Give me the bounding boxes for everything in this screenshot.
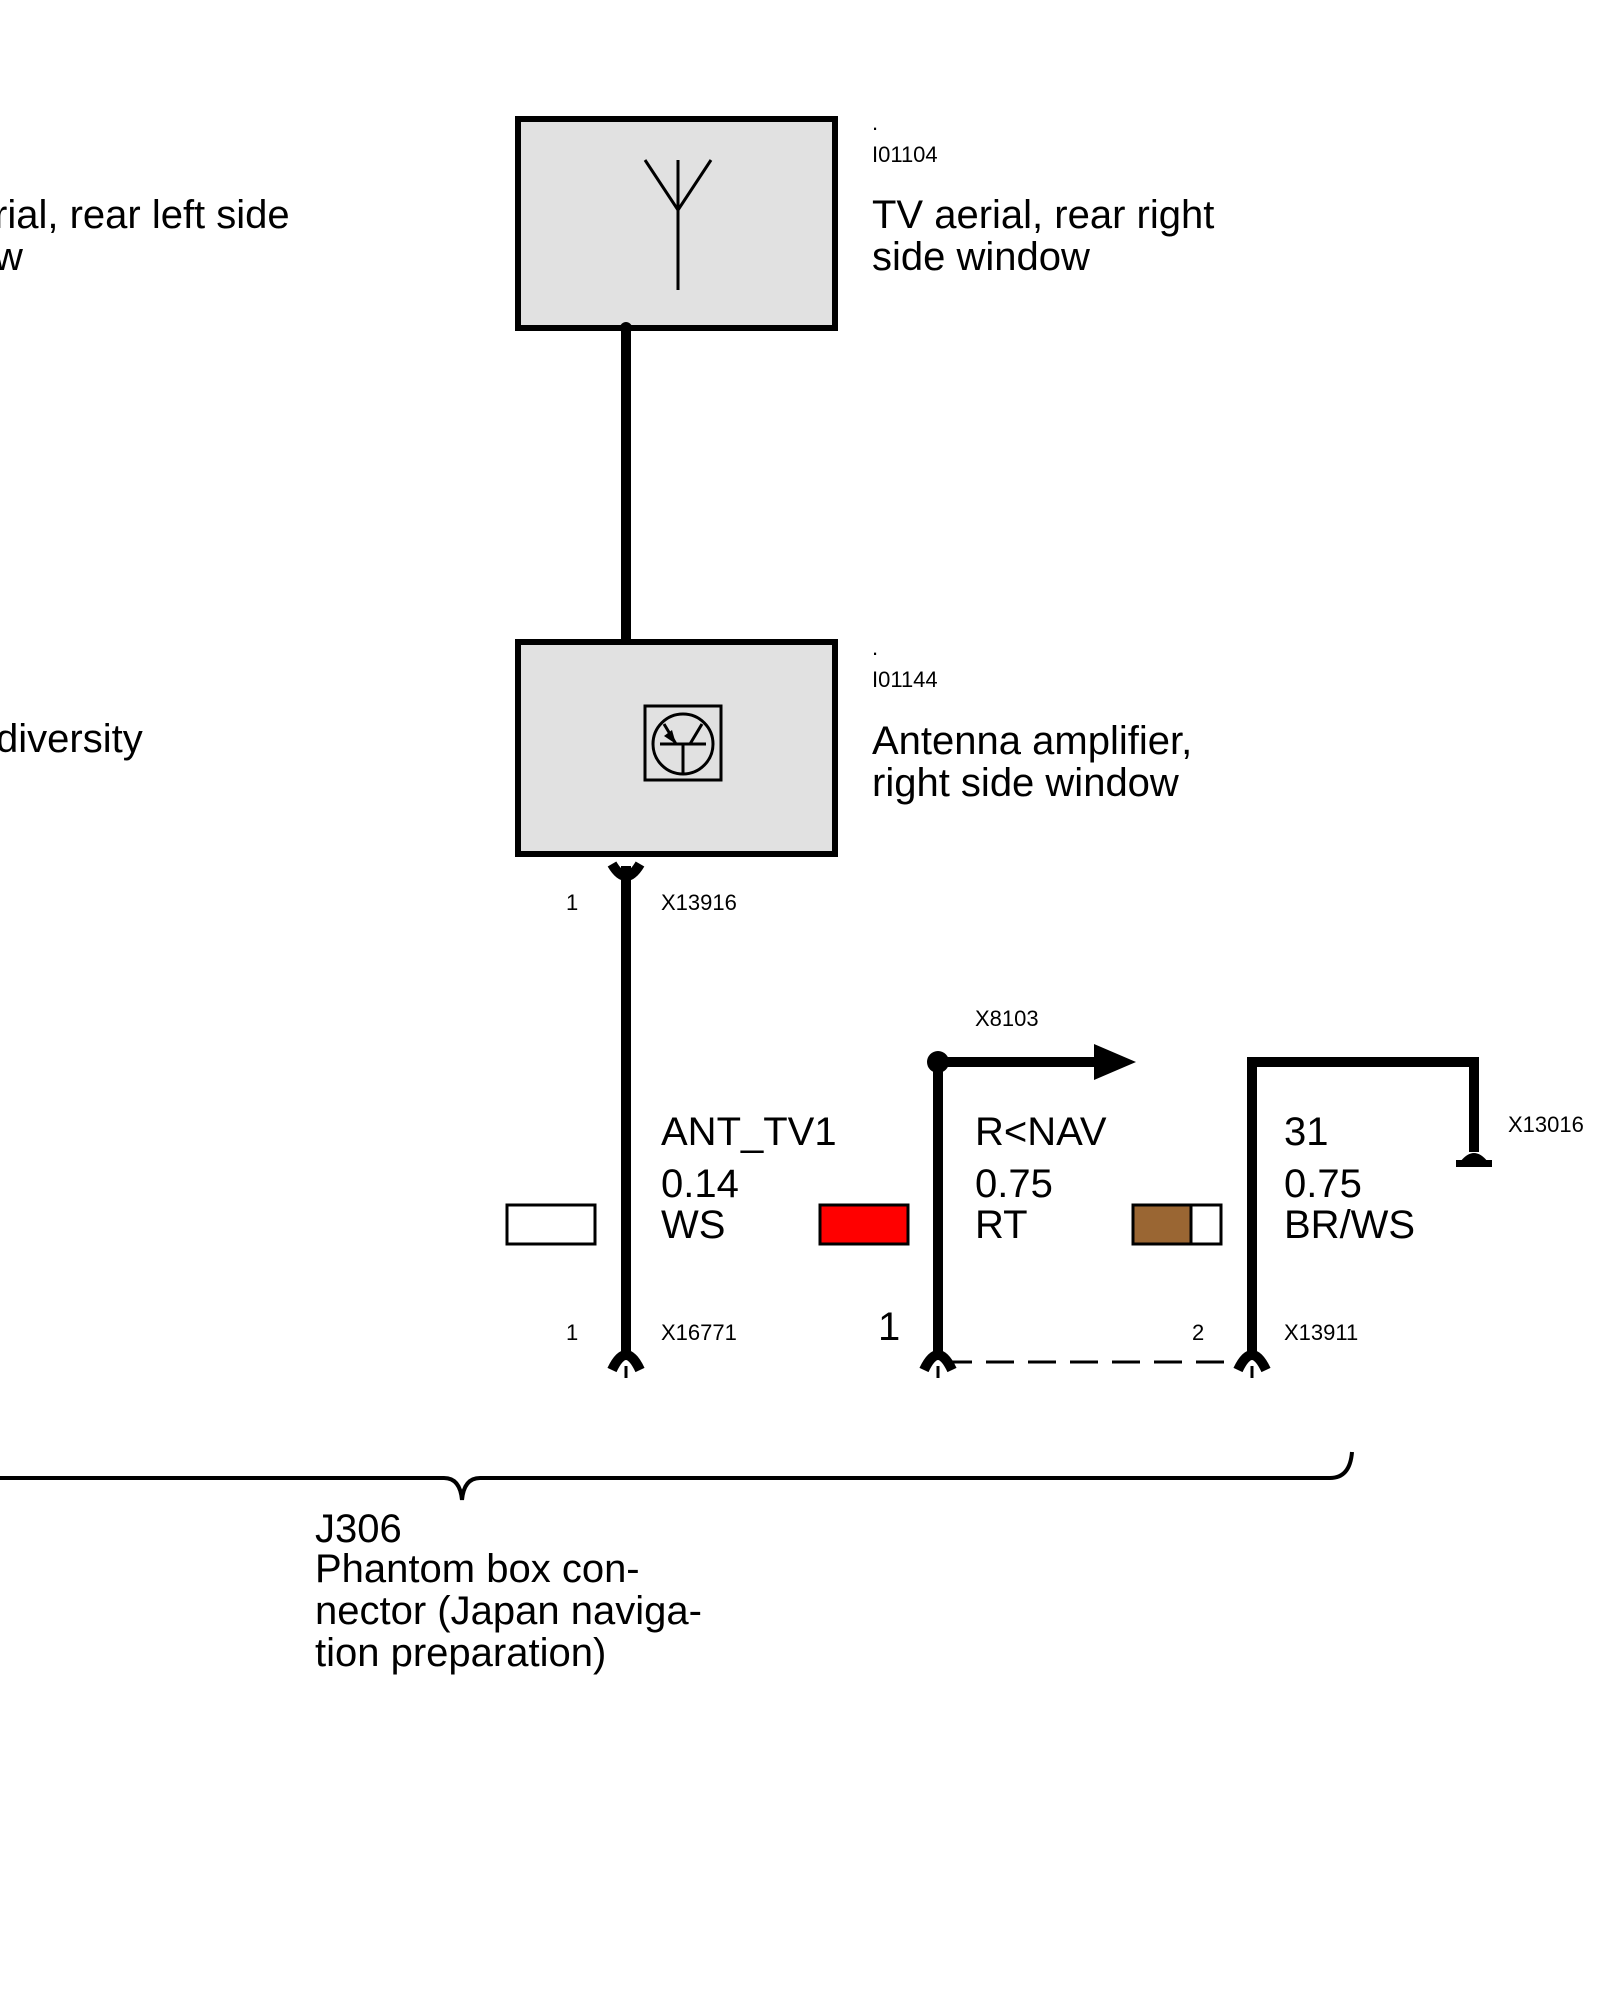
x16771-pin: 1 [566, 1320, 578, 1345]
r-nav-cross-section: 0.75 [975, 1162, 1053, 1206]
nav-pin1-plug-symbol [919, 1350, 957, 1373]
transistor-icon [643, 704, 723, 782]
ant-tv1-cross-section: 0.14 [661, 1162, 739, 1206]
amplifier-desc-line1: Antenna amplifier, [872, 719, 1192, 763]
x13916-pin: 1 [566, 890, 578, 915]
amplifier-dot: . [872, 635, 878, 660]
j306-desc-line1: Phantom box con- [315, 1547, 640, 1591]
x8103-arrow-icon [1094, 1044, 1136, 1080]
ground-31-wire [1247, 1057, 1479, 1352]
aerial-wire-junction [620, 322, 632, 334]
diversity-label: diversity [0, 717, 143, 761]
r-nav-color-code: RT [975, 1203, 1028, 1247]
tv-aerial-desc-line2: side window [872, 235, 1090, 279]
tv-aerial-dot: . [872, 110, 878, 135]
x13016-label: X13016 [1508, 1112, 1584, 1137]
antenna-icon [643, 159, 713, 290]
tv-aerial-left-desc-line1: rial, rear left side [0, 193, 290, 237]
x13911-plug-symbol [1233, 1350, 1271, 1373]
ground-31-color-swatch [1131, 1203, 1223, 1246]
antenna-amplifier-box [515, 639, 838, 857]
ground-31-signal: 31 [1284, 1110, 1329, 1154]
x16771-plug-symbol [607, 1350, 645, 1373]
nav-pin1: 1 [878, 1305, 900, 1349]
ant-tv1-color-code: WS [661, 1203, 725, 1247]
x13916-label: X13916 [661, 890, 737, 915]
x16771-label: X16771 [661, 1320, 737, 1345]
j306-code: J306 [315, 1507, 402, 1551]
amplifier-desc-line2: right side window [872, 761, 1179, 805]
j306-desc-line3: tion preparation) [315, 1631, 606, 1675]
tv-aerial-desc-line1: TV aerial, rear right [872, 193, 1214, 237]
ant-tv1-signal: ANT_TV1 [661, 1110, 837, 1154]
x8103-junction-dot [927, 1051, 949, 1073]
r-nav-signal: R<NAV [975, 1110, 1107, 1154]
j306-desc-line2: nector (Japan naviga- [315, 1589, 702, 1633]
tv-aerial-left-desc-line2: w [0, 235, 23, 279]
tv-aerial-code: I01104 [872, 142, 938, 167]
ground-connector-icon [1456, 1153, 1492, 1167]
x13911-label: X13911 [1284, 1320, 1358, 1345]
x8103-label: X8103 [975, 1006, 1039, 1031]
ground-31-color-code: BR/WS [1284, 1203, 1415, 1247]
x13911-pin: 2 [1192, 1320, 1204, 1345]
ground-31-cross-section: 0.75 [1284, 1162, 1362, 1206]
r-nav-color-swatch [818, 1203, 910, 1246]
amplifier-code: I01144 [872, 667, 938, 692]
ant-tv1-color-swatch [505, 1203, 597, 1246]
connector-group-bracket [0, 1451, 1354, 1501]
